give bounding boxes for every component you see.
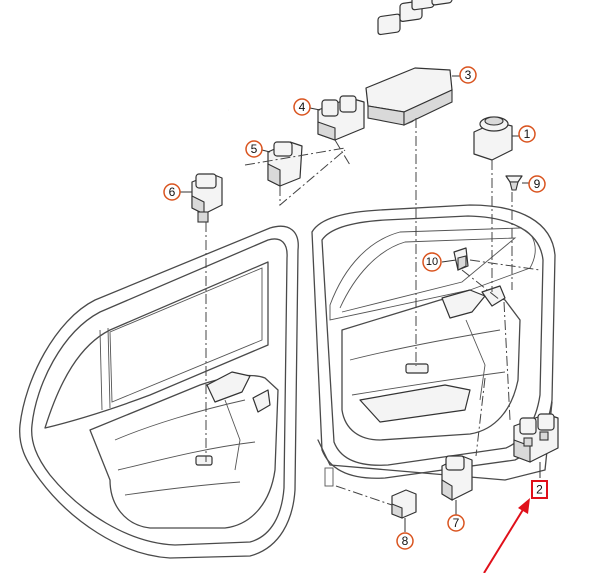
callout-1: 1	[518, 125, 536, 143]
callout-9-label: 9	[534, 177, 541, 191]
callout-5: 5	[245, 140, 263, 158]
callout-2: 2	[531, 480, 548, 499]
part-9-clip	[505, 175, 523, 191]
callout-7: 7	[447, 514, 465, 532]
assembly-lines	[205, 118, 541, 506]
callout-3: 3	[459, 66, 477, 84]
callout-6: 6	[163, 183, 181, 201]
callout-6-label: 6	[169, 185, 176, 199]
callout-3-label: 3	[465, 68, 472, 82]
callout-9: 9	[528, 175, 546, 193]
part-6-rear-window-switch	[191, 173, 223, 223]
callout-4: 4	[293, 98, 311, 116]
callout-8: 8	[396, 532, 414, 550]
part-8-rocker-switch	[391, 489, 417, 519]
rear-door-panel	[19, 225, 299, 559]
part-10-bracket	[453, 247, 469, 271]
front-door-panel	[311, 204, 556, 487]
part-2-passenger-window-switch	[513, 413, 559, 463]
callout-1-label: 1	[524, 127, 531, 141]
callout-4-label: 4	[299, 100, 306, 114]
part-3-driver-window-switch-block	[365, 0, 453, 126]
callout-10-label: 10	[426, 256, 438, 268]
callout-10: 10	[422, 252, 442, 272]
leader-lines	[180, 75, 541, 532]
arrow-pointer-icon	[483, 498, 530, 573]
callout-7-label: 7	[453, 516, 460, 530]
part-1-mirror-adjust-switch	[473, 116, 513, 161]
part-5-single-window-switch	[267, 141, 303, 187]
callout-5-label: 5	[251, 142, 258, 156]
callout-2-label: 2	[536, 483, 543, 497]
part-4-double-window-switch	[317, 95, 365, 141]
callout-8-label: 8	[402, 534, 409, 548]
part-7-front-single-switch	[441, 455, 473, 501]
